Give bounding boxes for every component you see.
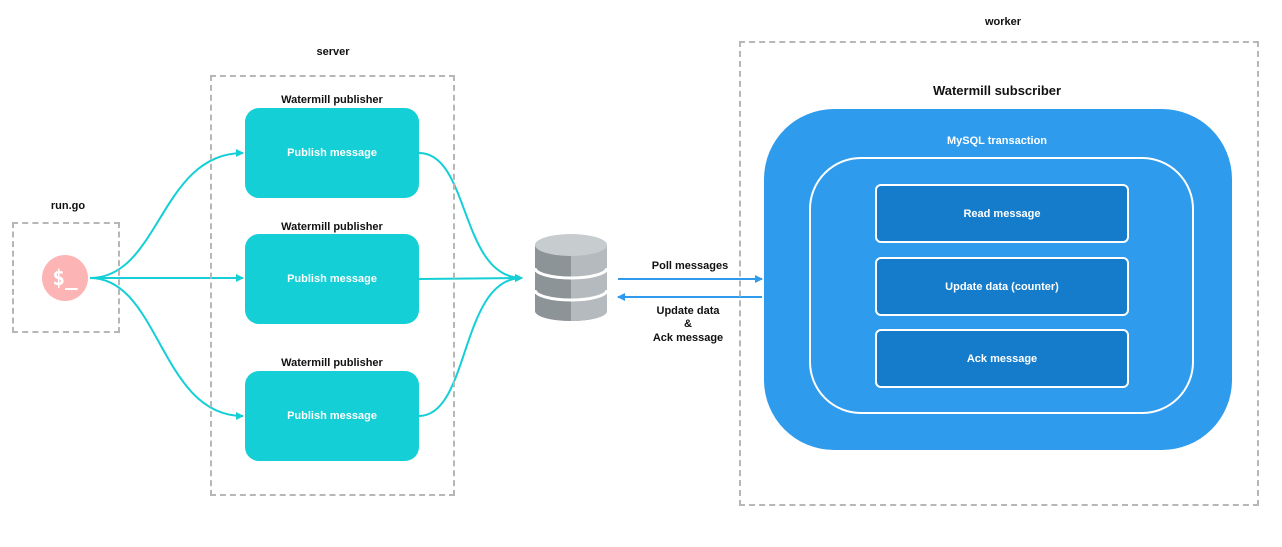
publisher-title-1: Watermill publisher	[281, 94, 383, 106]
publish-message-box-1: Publish message	[245, 108, 419, 198]
step-read-message: Read message	[875, 184, 1129, 243]
poll-messages-label: Poll messages	[651, 260, 729, 272]
connector-runner-publisher-1	[89, 149, 244, 279]
worker-title: worker	[984, 16, 1022, 28]
worker-container	[739, 41, 1259, 506]
mysql-transaction-title: MySQL transaction	[946, 135, 1048, 147]
publish-message-label-1: Publish message	[287, 147, 377, 159]
connector-publisher-1-db	[418, 152, 523, 282]
server-container	[210, 75, 455, 496]
publish-message-box-2: Publish message	[245, 234, 419, 324]
server-title: server	[316, 46, 350, 58]
mysql-transaction-box	[809, 157, 1194, 414]
step-ack-message: Ack message	[875, 329, 1129, 388]
connector-runner-publisher-3	[89, 277, 244, 420]
publish-message-label-2: Publish message	[287, 273, 377, 285]
terminal-icon: $_	[42, 255, 88, 301]
step-update-data-label: Update data (counter)	[945, 280, 1059, 293]
publisher-title-2: Watermill publisher	[281, 221, 383, 233]
subscriber-title: Watermill subscriber	[932, 83, 1062, 98]
connector-publisher-2-db	[418, 274, 523, 283]
step-read-message-label: Read message	[963, 207, 1041, 220]
terminal-icon-text: $_	[52, 266, 78, 290]
database-icon	[533, 234, 609, 321]
runner-container	[12, 222, 120, 333]
update-data-label: Update data	[656, 305, 720, 317]
ampersand-label: &	[684, 318, 692, 330]
publish-message-label-3: Publish message	[287, 410, 377, 422]
publisher-title-3: Watermill publisher	[281, 357, 383, 369]
step-ack-message-label: Ack message	[966, 352, 1038, 365]
step-update-data: Update data (counter)	[875, 257, 1129, 316]
ack-message-label: Ack message	[652, 332, 724, 344]
runner-title: run.go	[50, 200, 86, 212]
connector-publisher-3-db	[418, 274, 523, 417]
publish-message-box-3: Publish message	[245, 371, 419, 461]
